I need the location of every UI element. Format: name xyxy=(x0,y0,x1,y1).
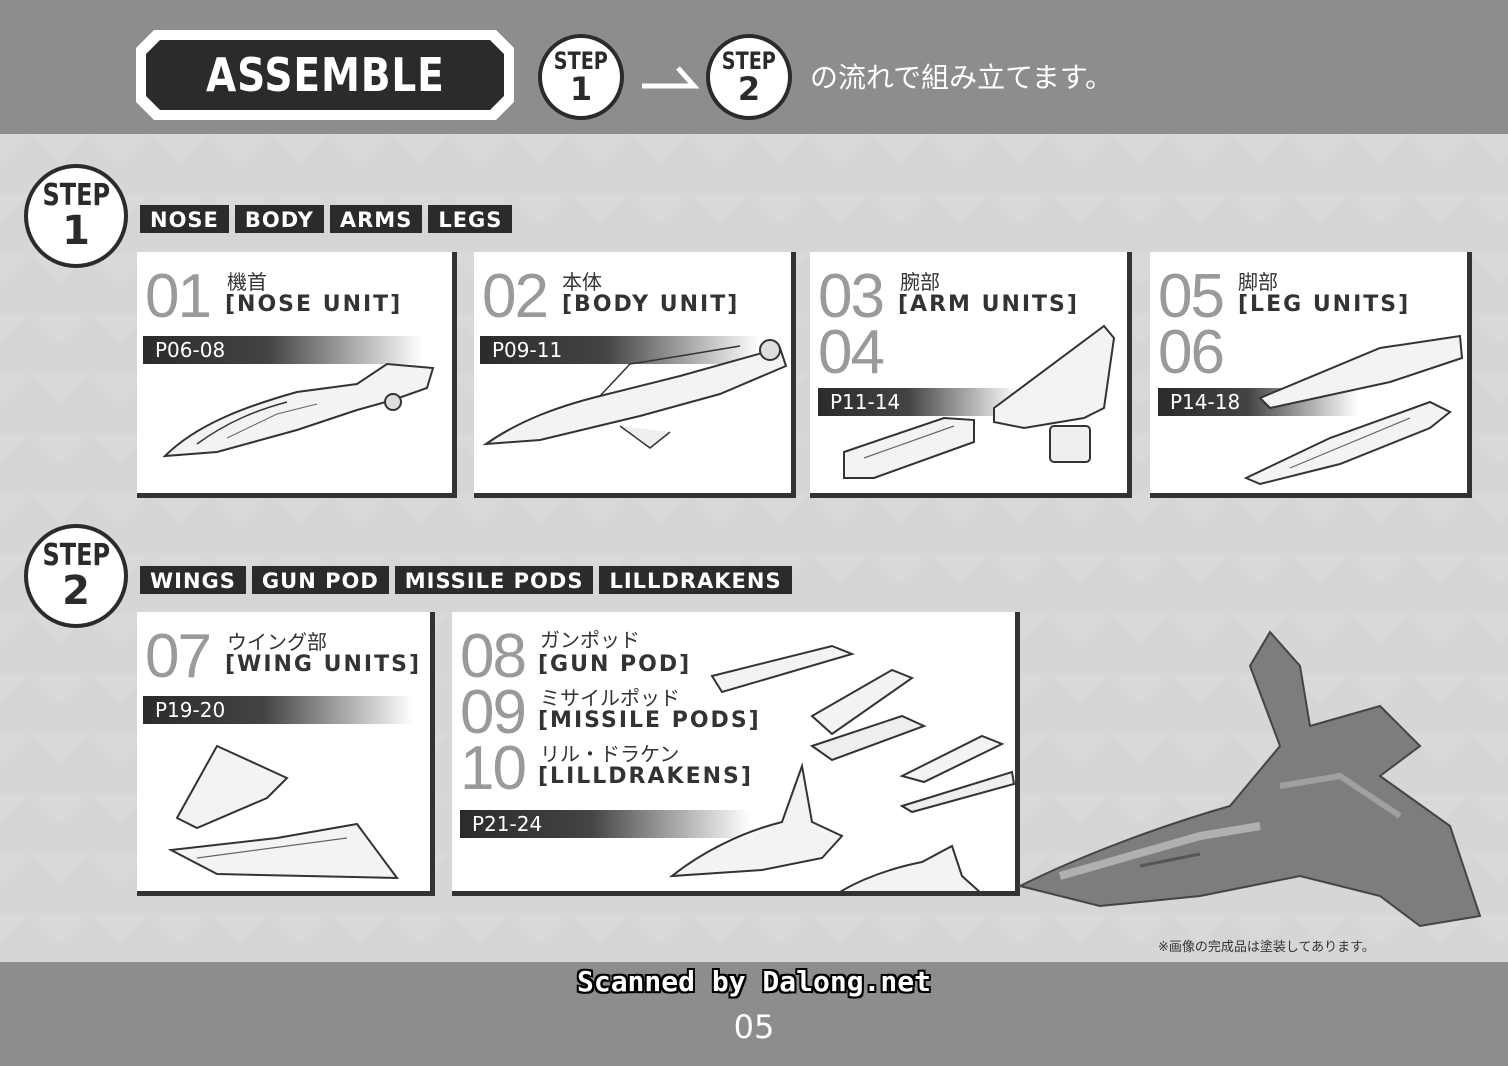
flow-description: の流れで組み立てます。 xyxy=(810,61,1113,94)
step2-badge: STEP 2 xyxy=(24,524,128,628)
part-name-jp: 機首 xyxy=(227,270,267,294)
part-name-en: [ARM UNITS] xyxy=(898,292,1079,317)
part-name-jp: ミサイルポッド xyxy=(540,686,680,710)
tag-lilldrakens: LILLDRAKENS xyxy=(599,566,792,594)
page-number: 05 xyxy=(733,1008,775,1046)
pods-illustration xyxy=(668,644,1015,891)
step-number: 07 xyxy=(145,622,212,691)
part-name-en: [BODY UNIT] xyxy=(562,292,740,317)
panel-wing-units: 07 ウイング部 [WING UNITS] P19-20 xyxy=(137,612,435,896)
arrow-right-icon xyxy=(642,66,700,89)
tag-nose: NOSE xyxy=(140,205,229,233)
part-name-en: [LEG UNITS] xyxy=(1238,292,1411,317)
header-step2-badge: STEP 2 xyxy=(706,34,792,120)
step-word: STEP xyxy=(42,538,110,573)
tag-arms: ARMS xyxy=(329,205,423,233)
step1-tags: NOSE BODY ARMS LEGS xyxy=(140,205,513,233)
tag-body: BODY xyxy=(234,205,324,233)
panel-leg-units: 05 06 脚部 [LEG UNITS] P14-18 xyxy=(1150,252,1472,498)
step-word: STEP xyxy=(721,47,777,75)
step-number: 01 xyxy=(145,262,212,331)
leg-units-illustration xyxy=(1243,334,1464,486)
body-unit-illustration xyxy=(482,339,788,449)
part-name-en: [GUN POD] xyxy=(538,652,692,677)
wing-units-illustration xyxy=(167,744,400,880)
step-word: STEP xyxy=(553,47,609,75)
step-number: 2 xyxy=(62,568,90,614)
tag-missile-pods: MISSILE PODS xyxy=(394,566,594,594)
page-range-label: P11-14 xyxy=(818,388,1018,416)
part-name-jp: 脚部 xyxy=(1238,270,1278,294)
page-range-label: P19-20 xyxy=(143,696,413,724)
step-number-secondary: 06 xyxy=(1158,318,1225,387)
part-name-en: [WING UNITS] xyxy=(225,652,422,677)
nose-unit-illustration xyxy=(162,362,435,458)
part-name-jp: 本体 xyxy=(562,270,602,294)
step-number: 05 xyxy=(1158,262,1225,331)
tag-wings: WINGS xyxy=(140,566,246,594)
step-number: 10 xyxy=(460,734,527,803)
arm-units-illustration xyxy=(843,324,1116,479)
step-number: 08 xyxy=(460,622,527,691)
header-step1-badge: STEP 1 xyxy=(538,34,624,120)
step-number: 03 xyxy=(818,262,885,331)
part-name-jp: リル・ドラケン xyxy=(540,742,680,766)
painted-sample-note: ※画像の完成品は塗装してあります。 xyxy=(1158,940,1375,955)
step2-tags: WINGS GUN POD MISSILE PODS LILLDRAKENS xyxy=(140,566,792,594)
scan-watermark: Scanned by Dalong.net xyxy=(576,965,931,998)
step-number-secondary: 04 xyxy=(818,318,885,387)
step-number: 1 xyxy=(569,70,593,108)
panel-arm-units: 03 04 腕部 [ARM UNITS] P11-14 xyxy=(810,252,1132,498)
step-number: 02 xyxy=(482,262,549,331)
step-number: 2 xyxy=(737,70,761,108)
completed-model-illustration xyxy=(1017,630,1482,928)
step-number: 1 xyxy=(62,208,90,254)
footer-band xyxy=(0,962,1508,1066)
tag-legs: LEGS xyxy=(428,205,513,233)
panel-pods-lilldrakens: 08 ガンポッド [GUN POD] 09 ミサイルポッド [MISSILE P… xyxy=(452,612,1020,896)
tag-gun-pod: GUN POD xyxy=(251,566,389,594)
assemble-title-box: ASSEMBLE xyxy=(146,40,504,110)
step1-badge: STEP 1 xyxy=(24,164,128,268)
page-range-label: P21-24 xyxy=(460,810,750,838)
step-number: 09 xyxy=(460,678,527,747)
page-title: ASSEMBLE xyxy=(205,48,445,102)
part-name-en: [LILLDRAKENS] xyxy=(538,764,753,789)
part-name-en: [NOSE UNIT] xyxy=(225,292,403,317)
part-name-jp: ガンポッド xyxy=(540,628,640,652)
step-word: STEP xyxy=(42,178,110,213)
part-name-jp: 腕部 xyxy=(900,270,940,294)
panel-body-unit: 02 本体 [BODY UNIT] P09-11 xyxy=(474,252,796,498)
page-range-label: P06-08 xyxy=(143,336,423,364)
part-name-jp: ウイング部 xyxy=(227,630,327,654)
panel-nose-unit: 01 機首 [NOSE UNIT] P06-08 xyxy=(137,252,457,498)
part-name-en: [MISSILE PODS] xyxy=(538,708,761,733)
